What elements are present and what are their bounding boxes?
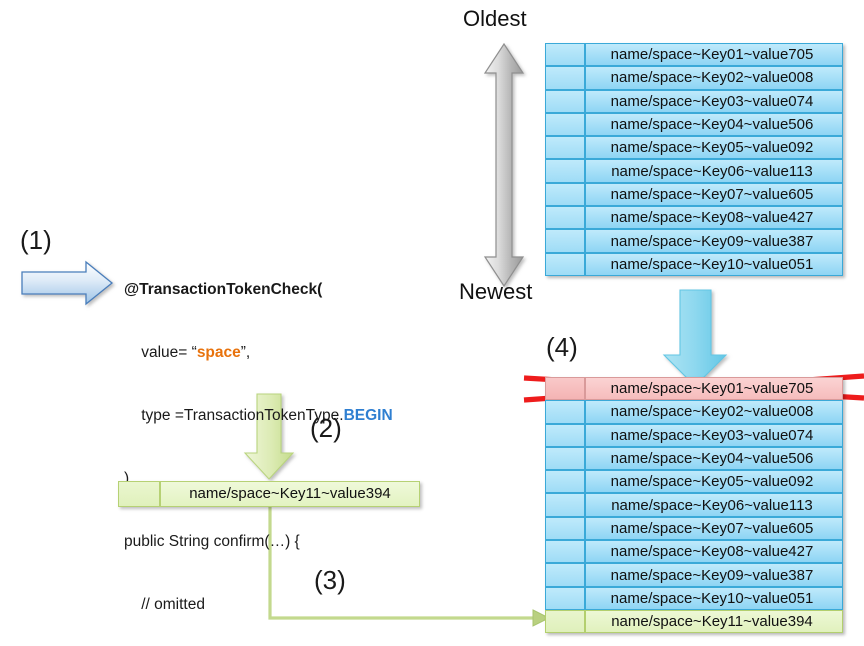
row-value-cell: name/space~Key02~value008 (585, 400, 843, 424)
step-1-label: (1) (20, 225, 52, 255)
code-line-value: value= “space”, (124, 342, 393, 363)
code-type-prefix: type =TransactionTokenType. (124, 407, 344, 424)
table-row: name/space~Key10~value051 (545, 252, 843, 276)
row-key-cell (545, 159, 585, 183)
row-key-cell (545, 112, 585, 137)
row-value-cell: name/space~Key04~value506 (585, 446, 843, 471)
code-snippet: @TransactionTokenCheck( value= “space”, … (124, 237, 393, 646)
row-key-cell (545, 540, 585, 564)
table-row: name/space~Key08~value427 (545, 206, 843, 230)
row-value-cell: name/space~Key11~value394 (585, 609, 843, 634)
table-row: name/space~Key05~value092 (545, 136, 843, 160)
row-value-cell: name/space~Key07~value605 (585, 516, 843, 541)
code-line-type: type =TransactionTokenType.BEGIN (124, 405, 393, 426)
row-key-cell (545, 66, 585, 90)
row-key-cell (545, 470, 585, 494)
timeline-newest-label: Newest (459, 279, 533, 304)
table-row: name/space~Key11~value394 (545, 609, 843, 634)
row-value-cell: name/space~Key07~value605 (585, 182, 843, 207)
row-key-cell (545, 206, 585, 230)
table-row: name/space~Key03~value074 (545, 423, 843, 447)
new-token-box: name/space~Key11~value394 (118, 481, 420, 507)
step-4-label: (4) (546, 332, 578, 362)
table-row: name/space~Key03~value074 (545, 89, 843, 113)
row-key-cell (545, 446, 585, 471)
table-row: name/space~Key01~value705 (545, 377, 843, 401)
row-value-cell: name/space~Key09~value387 (585, 563, 843, 587)
row-key-cell (545, 586, 585, 610)
step-2-label: (2) (310, 413, 342, 443)
row-value-cell: name/space~Key02~value008 (585, 66, 843, 90)
table-row: name/space~Key06~value113 (545, 493, 843, 517)
row-value-cell: name/space~Key04~value506 (585, 112, 843, 137)
arrow-right-icon (21, 260, 114, 306)
code-value-prefix: value= “ (124, 344, 197, 361)
row-value-cell: name/space~Key08~value427 (585, 540, 843, 564)
row-key-cell (545, 89, 585, 113)
row-value-cell: name/space~Key10~value051 (585, 586, 843, 610)
row-value-cell: name/space~Key03~value074 (585, 423, 843, 447)
row-value-cell: name/space~Key10~value051 (585, 252, 843, 276)
arrow-down-icon (662, 289, 728, 387)
row-key-cell (545, 136, 585, 160)
table-row: name/space~Key07~value605 (545, 516, 843, 541)
table-row: name/space~Key07~value605 (545, 182, 843, 207)
table-row: name/space~Key09~value387 (545, 229, 843, 253)
timeline-oldest-label: Oldest (463, 6, 527, 31)
new-token-value-cell: name/space~Key11~value394 (160, 481, 420, 507)
row-value-cell: name/space~Key03~value074 (585, 89, 843, 113)
row-key-cell (545, 609, 585, 634)
row-value-cell: name/space~Key01~value705 (585, 43, 843, 67)
code-line-close-paren: ) (124, 470, 130, 487)
arrow-up-down-icon (483, 42, 525, 288)
code-line-comment: // omitted (124, 596, 205, 613)
row-key-cell (545, 516, 585, 541)
code-line-annotation: @TransactionTokenCheck( (124, 281, 323, 298)
table-row: name/space~Key10~value051 (545, 586, 843, 610)
row-key-cell (545, 43, 585, 67)
row-key-cell (545, 377, 585, 401)
table-row: name/space~Key01~value705 (545, 43, 843, 67)
table-row: name/space~Key04~value506 (545, 112, 843, 137)
new-token-key-cell (118, 481, 160, 507)
code-value-suffix: ”, (240, 344, 251, 361)
code-type-begin: BEGIN (343, 407, 393, 424)
table-row: name/space~Key06~value113 (545, 159, 843, 183)
row-key-cell (545, 400, 585, 424)
row-key-cell (545, 563, 585, 587)
table-row: name/space~Key05~value092 (545, 470, 843, 494)
table-row: name/space~Key09~value387 (545, 563, 843, 587)
row-key-cell (545, 252, 585, 276)
table-row: name/space~Key02~value008 (545, 66, 843, 90)
table-row: name/space~Key04~value506 (545, 446, 843, 471)
row-key-cell (545, 423, 585, 447)
row-key-cell (545, 182, 585, 207)
code-value-space: space (196, 344, 241, 361)
new-token-row: name/space~Key11~value394 (118, 481, 420, 507)
row-key-cell (545, 229, 585, 253)
row-value-cell: name/space~Key06~value113 (585, 159, 843, 183)
new-token-table: name/space~Key11~value394 (118, 481, 420, 507)
step-3-label: (3) (314, 565, 346, 595)
code-line-method: public String confirm(…) { (124, 533, 300, 550)
row-value-cell: name/space~Key06~value113 (585, 493, 843, 517)
table-row: name/space~Key02~value008 (545, 400, 843, 424)
row-value-cell: name/space~Key08~value427 (585, 206, 843, 230)
row-value-cell: name/space~Key05~value092 (585, 470, 843, 494)
row-value-cell: name/space~Key05~value092 (585, 136, 843, 160)
row-value-cell: name/space~Key09~value387 (585, 229, 843, 253)
row-key-cell (545, 493, 585, 517)
table-row: name/space~Key08~value427 (545, 540, 843, 564)
row-value-cell: name/space~Key01~value705 (585, 377, 843, 401)
